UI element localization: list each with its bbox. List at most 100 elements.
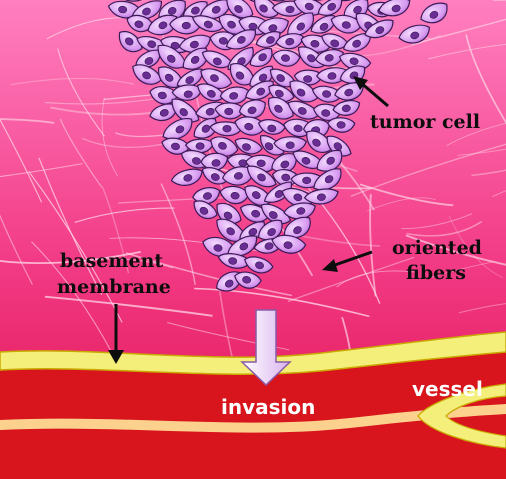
tumor-cell	[171, 98, 200, 123]
tumor-cell	[304, 0, 337, 1]
tumor-cell	[197, 83, 226, 102]
invasion-label: invasion	[221, 395, 316, 419]
fiber	[101, 97, 119, 177]
fiber	[405, 234, 506, 266]
tumor-cell	[273, 136, 307, 153]
tumor-cell	[226, 0, 254, 19]
fiber	[59, 118, 103, 188]
tumor-cell	[176, 68, 203, 88]
fiber	[0, 214, 33, 285]
tumor-cell	[157, 44, 187, 69]
tumor-cell	[200, 0, 231, 20]
tumor-cell	[249, 47, 273, 67]
tumor-cell	[234, 137, 263, 155]
tumor-cell	[201, 167, 230, 185]
tumor-cell-cluster	[107, 0, 448, 292]
tumor-cell	[234, 271, 262, 289]
tumor-cell	[170, 168, 203, 186]
tumor-cell	[378, 0, 411, 17]
tumor-cell	[200, 68, 233, 89]
fiber	[428, 43, 506, 60]
tumor-cell-label: tumor cell	[370, 111, 481, 133]
tumor-cell	[275, 33, 304, 50]
tumor-cell	[161, 137, 191, 155]
fiber	[0, 163, 83, 178]
tumor-cell	[398, 24, 431, 44]
tumor-cell	[283, 202, 316, 220]
fiber	[471, 169, 506, 177]
tumor-cell	[281, 188, 315, 207]
tumor-cell	[317, 0, 343, 16]
tumor-cell	[118, 31, 143, 53]
fiber	[101, 186, 130, 274]
fiber	[350, 143, 506, 197]
tumor-cell	[182, 47, 209, 70]
tumor-cell	[184, 138, 215, 154]
membrane-pointer	[108, 304, 124, 364]
basement-membrane-label-line2: membrane	[57, 276, 171, 298]
fiber	[0, 251, 141, 264]
fiber	[457, 148, 506, 156]
tumor-cell	[326, 117, 356, 133]
oriented-fibers-label-line1: oriented	[392, 237, 482, 259]
fiber	[367, 197, 436, 212]
fiber	[492, 0, 506, 2]
tumor-cell	[254, 0, 279, 19]
tumor-cell	[244, 256, 274, 274]
fibers-pointer	[322, 250, 373, 272]
tumor-cell	[214, 102, 245, 120]
tumor-cell	[219, 86, 250, 105]
basement-membrane-label-line1: basement	[60, 250, 164, 272]
fiber	[336, 270, 416, 288]
blood-vessel	[0, 331, 506, 479]
fiber	[458, 303, 506, 314]
invasion-arrow	[240, 309, 292, 387]
fiber	[0, 118, 43, 203]
tumor-cell	[420, 2, 448, 24]
fiber	[287, 256, 415, 303]
tumor-cell	[255, 31, 281, 48]
tumor-cell	[271, 234, 307, 254]
fiber	[194, 287, 370, 318]
basement-membrane	[0, 331, 506, 375]
tumor-cell	[126, 14, 154, 33]
fiber	[401, 213, 473, 230]
tumor-cell	[234, 116, 267, 136]
fiber	[125, 252, 293, 297]
tumor-cell	[200, 152, 229, 171]
fiber	[428, 261, 493, 279]
tumor-cell	[316, 149, 343, 172]
tumor-cell	[306, 130, 333, 154]
tumor-cell	[283, 216, 311, 239]
tumor-cell	[249, 65, 274, 88]
vessel-label: vessel	[412, 377, 483, 401]
fiber	[28, 171, 123, 323]
tumor-cell	[201, 50, 233, 69]
tumor-cell	[210, 136, 239, 157]
tumor-cell	[246, 165, 277, 188]
vessel-branch-membrane	[417, 383, 506, 449]
fiber	[448, 215, 504, 279]
fiber	[0, 118, 55, 124]
oriented-fibers-label-line2: fibers	[406, 262, 466, 284]
fiber	[71, 258, 174, 269]
tumor-cell	[268, 96, 294, 120]
fiber	[411, 18, 506, 45]
tumor-cell	[315, 49, 344, 67]
tumor-cell	[332, 100, 361, 116]
tumor-cell	[192, 187, 221, 205]
fiber	[406, 221, 483, 237]
vessel-lumen	[0, 350, 506, 479]
fiber	[38, 157, 103, 295]
fiber	[57, 48, 105, 137]
tumor-cell	[225, 29, 256, 50]
tumor-cell	[313, 168, 342, 191]
tumor-cell	[245, 80, 274, 101]
tumor-cell	[193, 118, 217, 139]
vessel-wall-stripe	[0, 404, 506, 433]
tumor-cell	[147, 14, 178, 36]
fiber	[44, 295, 213, 317]
tumor-cell-pointer	[353, 76, 389, 108]
